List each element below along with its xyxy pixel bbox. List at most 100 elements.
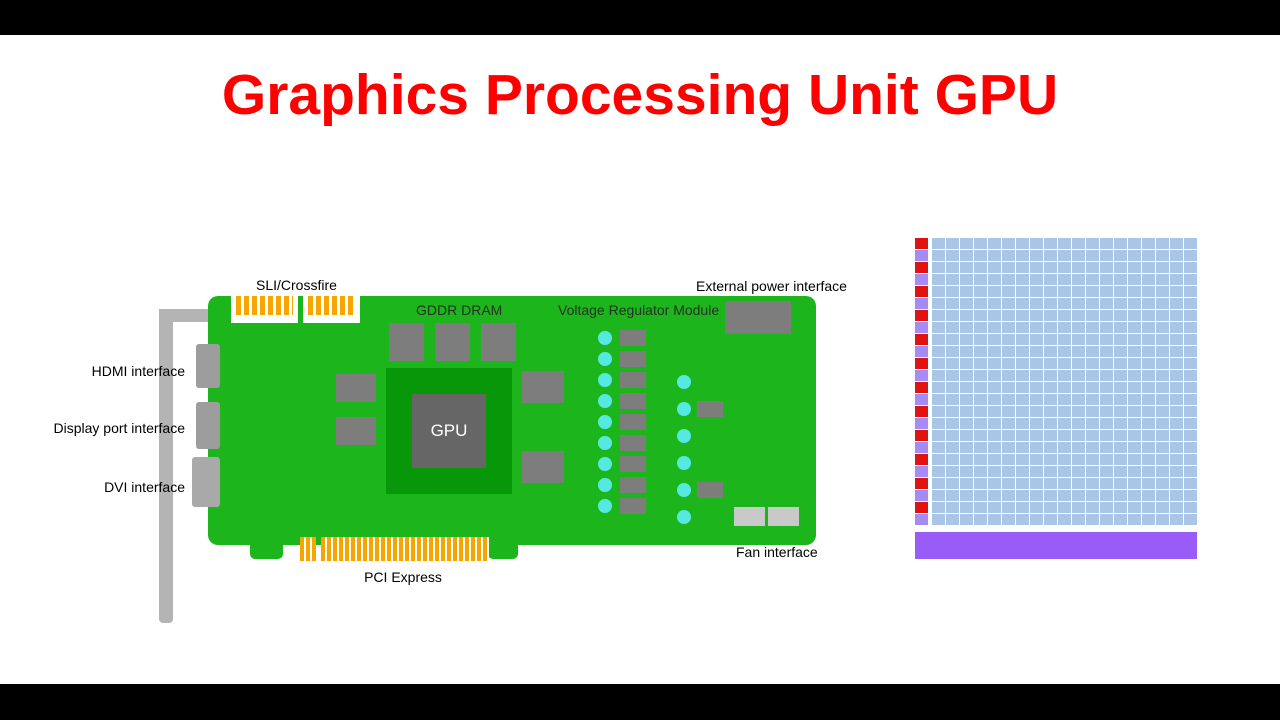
core-cell: [1044, 514, 1057, 525]
core-cell: [960, 334, 973, 345]
core-cell: [1086, 286, 1099, 297]
core-cell: [932, 298, 945, 309]
core-cell: [988, 430, 1001, 441]
core-cell: [1184, 418, 1197, 429]
core-cell: [1184, 322, 1197, 333]
core-cell: [1044, 250, 1057, 261]
core-cell: [960, 286, 973, 297]
core-cell: [1170, 502, 1183, 513]
core-cell: [946, 442, 959, 453]
mosfet-icon: [620, 330, 646, 346]
core-cell: [1044, 334, 1057, 345]
core-cell: [1002, 298, 1015, 309]
label-hdmi: HDMI interface: [91, 363, 185, 379]
mosfet-icon: [620, 393, 646, 409]
core-cell: [960, 250, 973, 261]
core-cell: [1170, 406, 1183, 417]
core-cell: [988, 454, 1001, 465]
core-cell: [988, 490, 1001, 501]
core-cell: [1044, 406, 1057, 417]
core-cell: [1114, 466, 1127, 477]
core-cell: [974, 514, 987, 525]
core-cell: [1030, 322, 1043, 333]
edge-cell: [915, 274, 928, 285]
core-cell: [1184, 442, 1197, 453]
core-cell: [960, 442, 973, 453]
core-cell: [1170, 514, 1183, 525]
core-cell: [974, 250, 987, 261]
mosfet-icon: [697, 401, 723, 417]
core-cell: [1184, 490, 1197, 501]
core-cell: [1072, 502, 1085, 513]
core-cell: [1002, 490, 1015, 501]
core-cell: [974, 238, 987, 249]
core-cell: [1128, 382, 1141, 393]
mounting-bracket-top: [159, 309, 211, 322]
core-cell: [1142, 286, 1155, 297]
core-cell: [1016, 262, 1029, 273]
core-cell: [1086, 442, 1099, 453]
label-external-power: External power interface: [696, 278, 847, 294]
core-cell: [1100, 250, 1113, 261]
core-cell: [1142, 430, 1155, 441]
core-cell: [1044, 418, 1057, 429]
core-cell: [1058, 454, 1071, 465]
core-cell: [974, 490, 987, 501]
core-cell: [1044, 454, 1057, 465]
core-cell: [946, 490, 959, 501]
core-cell: [932, 334, 945, 345]
core-cell: [1016, 454, 1029, 465]
core-cell: [1114, 370, 1127, 381]
core-cell: [1128, 310, 1141, 321]
core-cell: [960, 262, 973, 273]
edge-cell: [915, 382, 928, 393]
core-cell: [1016, 250, 1029, 261]
core-cell: [932, 502, 945, 513]
core-cell: [932, 322, 945, 333]
core-cell: [1156, 250, 1169, 261]
external-power-connector: [725, 301, 791, 334]
core-cell: [1016, 286, 1029, 297]
die-core-grid: [932, 238, 1197, 525]
core-cell: [1002, 418, 1015, 429]
core-cell: [1072, 430, 1085, 441]
core-cell: [1058, 514, 1071, 525]
letterbox-bottom: [0, 684, 1280, 720]
capacitor-icon: [598, 331, 612, 345]
core-cell: [1016, 298, 1029, 309]
core-cell: [1086, 394, 1099, 405]
core-cell: [1044, 382, 1057, 393]
memory-chip: [336, 374, 376, 402]
edge-cell: [915, 310, 928, 321]
core-cell: [974, 358, 987, 369]
page-title: Graphics Processing Unit GPU: [221, 63, 1059, 127]
core-cell: [1002, 358, 1015, 369]
core-cell: [1072, 418, 1085, 429]
core-cell: [1142, 502, 1155, 513]
capacitor-icon: [598, 394, 612, 408]
core-cell: [1100, 358, 1113, 369]
core-cell: [946, 250, 959, 261]
core-cell: [946, 514, 959, 525]
core-cell: [932, 490, 945, 501]
core-cell: [1072, 394, 1085, 405]
core-cell: [1142, 322, 1155, 333]
core-cell: [1016, 382, 1029, 393]
core-cell: [1128, 298, 1141, 309]
core-cell: [974, 430, 987, 441]
core-cell: [1100, 442, 1113, 453]
core-cell: [1114, 298, 1127, 309]
core-cell: [1100, 514, 1113, 525]
core-cell: [1086, 430, 1099, 441]
edge-cell: [915, 514, 928, 525]
core-cell: [1016, 346, 1029, 357]
core-cell: [946, 334, 959, 345]
core-cell: [1128, 346, 1141, 357]
core-cell: [932, 286, 945, 297]
core-cell: [1058, 502, 1071, 513]
core-cell: [1086, 502, 1099, 513]
core-cell: [932, 370, 945, 381]
edge-cell: [915, 298, 928, 309]
core-cell: [988, 322, 1001, 333]
core-cell: [1184, 466, 1197, 477]
